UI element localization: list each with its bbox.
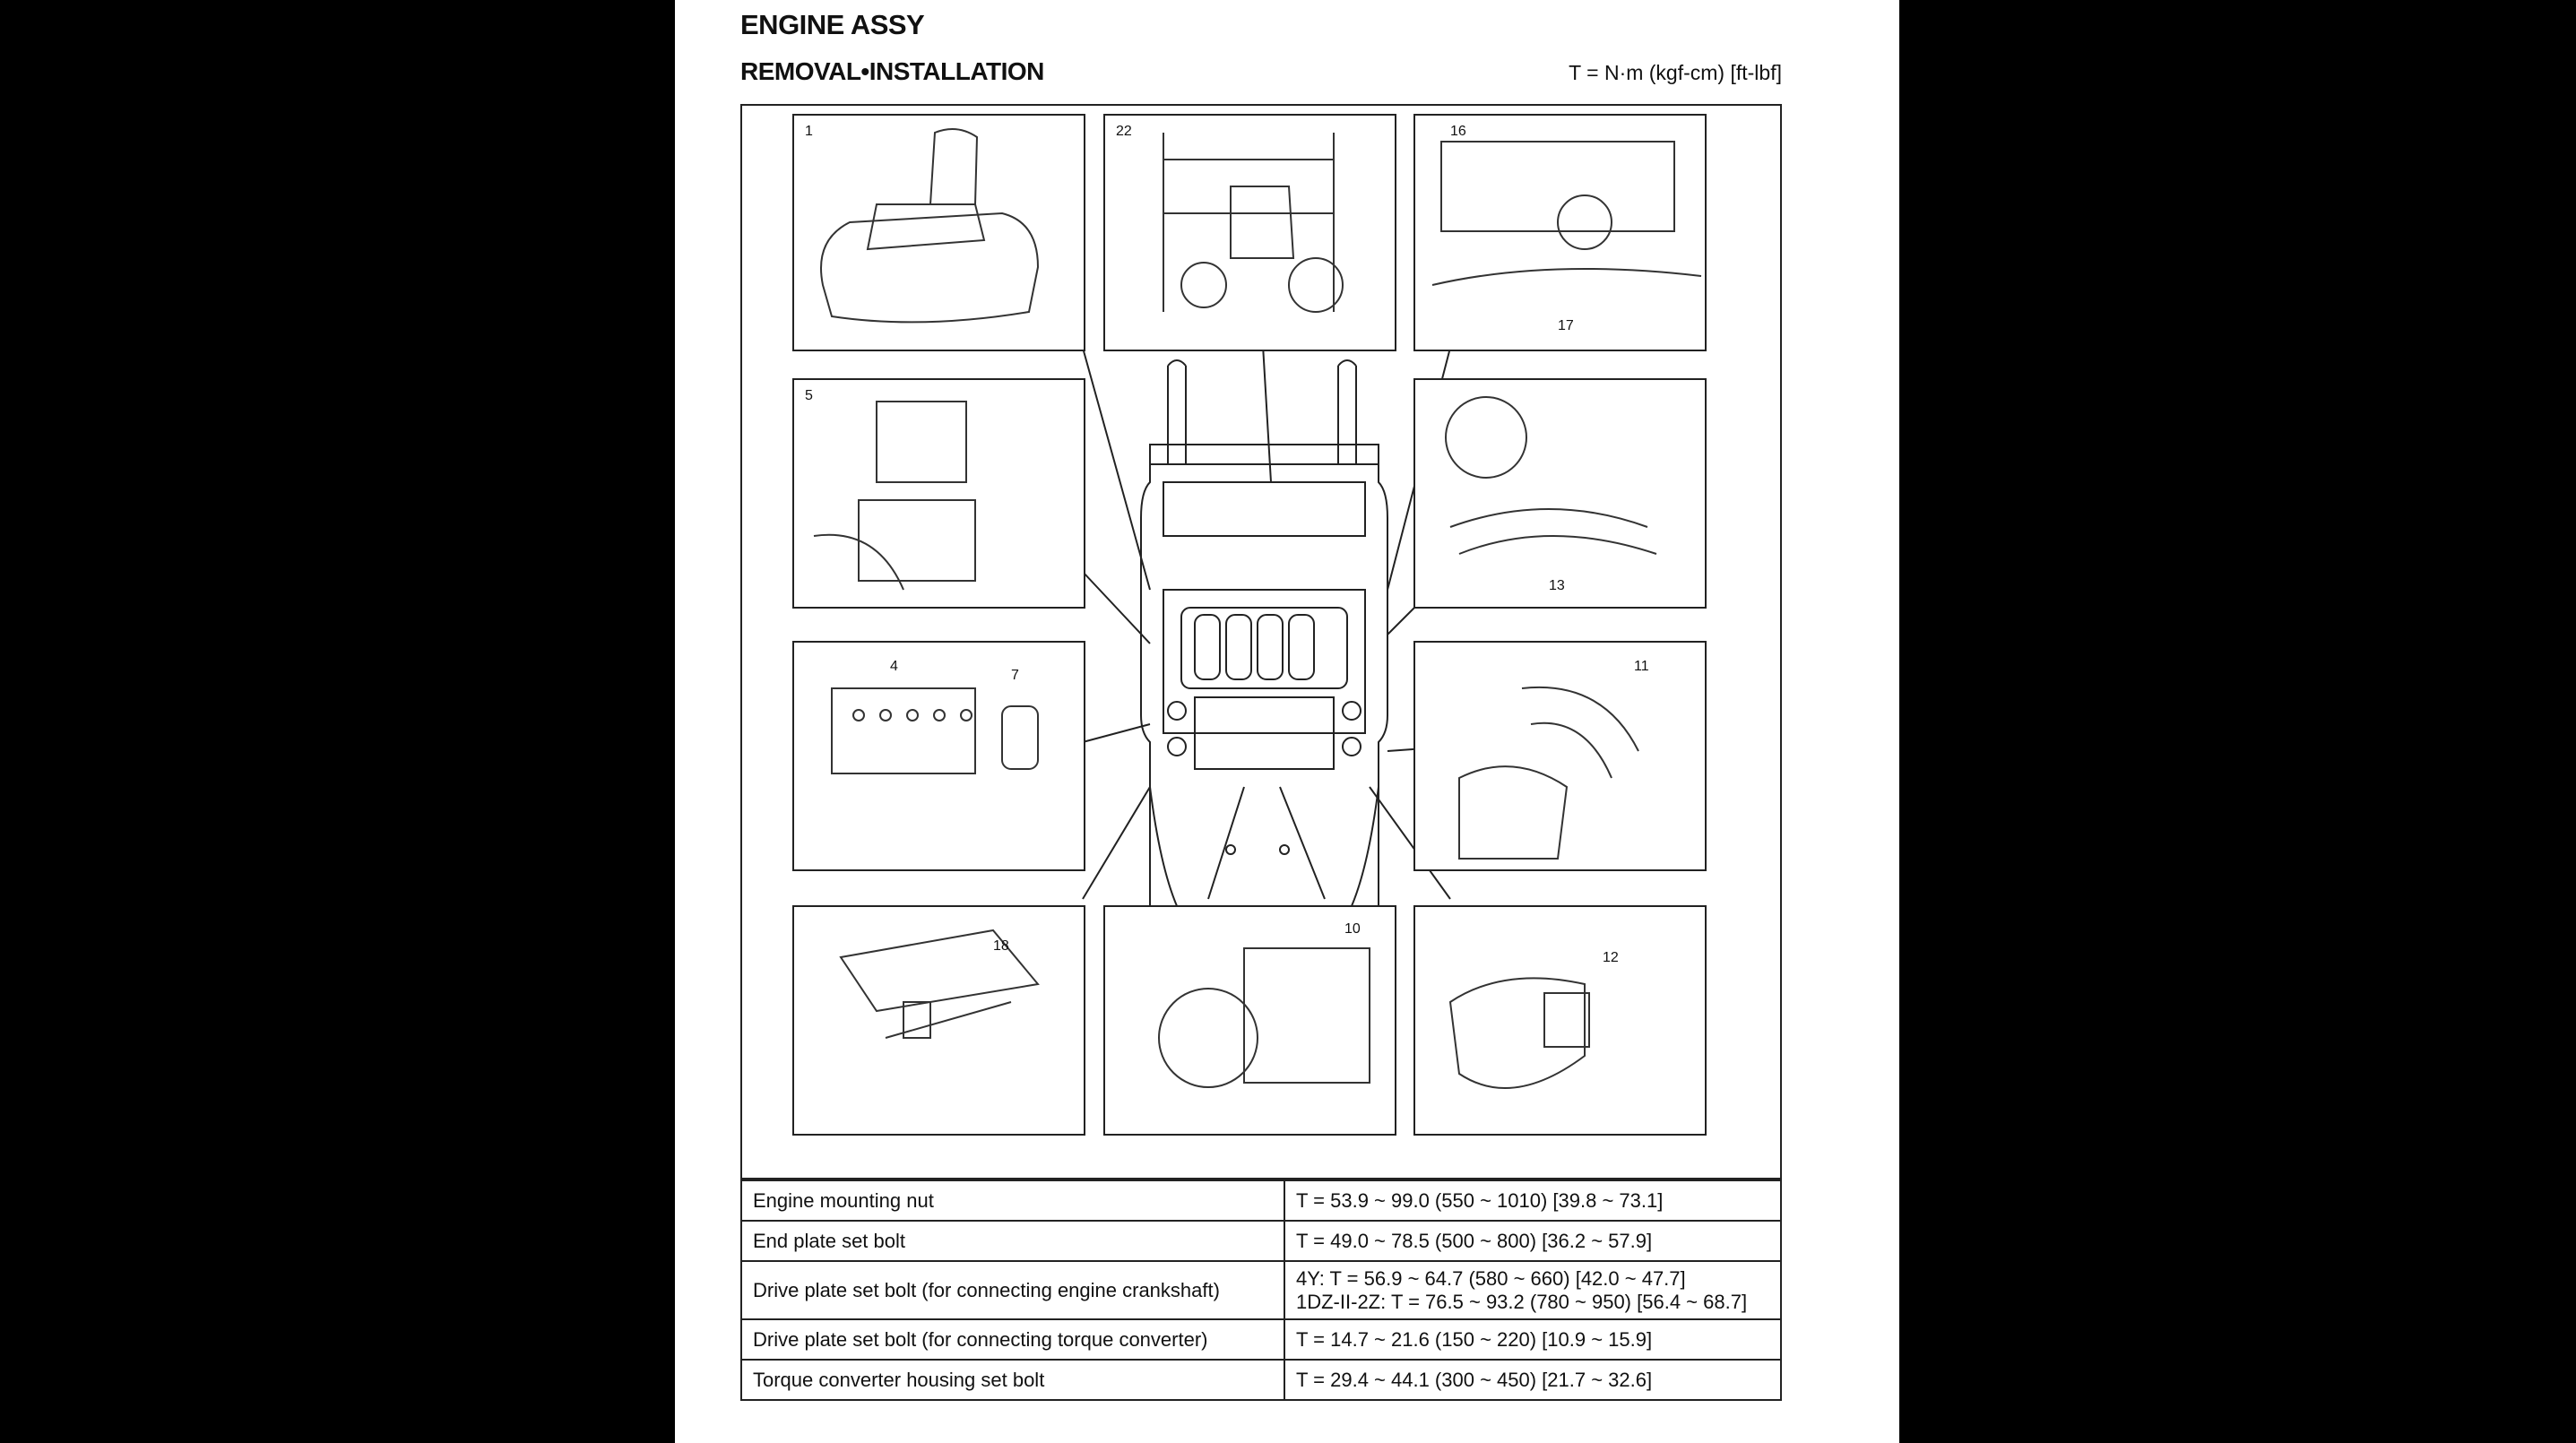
mast-right-rail bbox=[1337, 359, 1357, 464]
mast-left-rail bbox=[1167, 359, 1187, 464]
diagram-svg: 1 22 16 17 5 13 4 7 11 18 10 12 bbox=[792, 114, 1707, 1136]
panel-number-18: 18 bbox=[993, 938, 1009, 954]
table-row: Engine mounting nut T = 53.9 ~ 99.0 (550… bbox=[740, 1179, 1782, 1222]
part-name: Torque converter housing set bolt bbox=[740, 1359, 1285, 1401]
removal-installation-diagram: 1 22 16 17 5 13 4 7 11 18 10 12 bbox=[740, 104, 1782, 1179]
torque-value: T = 14.7 ~ 21.6 (150 ~ 220) [10.9 ~ 15.9… bbox=[1284, 1318, 1782, 1361]
panel-number-4: 4 bbox=[890, 659, 898, 674]
mount-left-rear bbox=[1167, 737, 1187, 756]
panel-bolt bbox=[792, 905, 1085, 1136]
section-title: ENGINE ASSY bbox=[740, 9, 925, 40]
panel-number-1: 1 bbox=[805, 124, 813, 139]
table-row: Drive plate set bolt (for connecting eng… bbox=[740, 1260, 1782, 1320]
engine-compartment bbox=[1194, 696, 1335, 770]
part-name: Drive plate set bolt (for connecting tor… bbox=[740, 1318, 1285, 1361]
panel-number-17: 17 bbox=[1558, 318, 1574, 333]
torque-value: T = 53.9 ~ 99.0 (550 ~ 1010) [39.8 ~ 73.… bbox=[1284, 1179, 1782, 1222]
torque-value: T = 49.0 ~ 78.5 (500 ~ 800) [36.2 ~ 57.9… bbox=[1284, 1220, 1782, 1262]
panel-number-5: 5 bbox=[805, 388, 813, 403]
frame-body bbox=[1163, 481, 1366, 734]
panel-battery-box bbox=[792, 378, 1085, 609]
mount-right-rear bbox=[1342, 737, 1361, 756]
panel-air-intake bbox=[1413, 641, 1707, 871]
table-row: Drive plate set bolt (for connecting tor… bbox=[740, 1318, 1782, 1361]
mount-right-front bbox=[1342, 701, 1361, 721]
frame-outline bbox=[1140, 464, 1388, 967]
torque-value-1dz: 1DZ-II-2Z: T = 76.5 ~ 93.2 (780 ~ 950) [… bbox=[1296, 1290, 1748, 1313]
panel-battery bbox=[792, 641, 1085, 871]
part-name: Drive plate set bolt (for connecting eng… bbox=[740, 1260, 1285, 1320]
mast-crossbar bbox=[1149, 444, 1379, 465]
panel-number-11: 11 bbox=[1634, 659, 1649, 674]
torque-value: T = 29.4 ~ 44.1 (300 ~ 450) [21.7 ~ 32.6… bbox=[1284, 1359, 1782, 1401]
panel-cable bbox=[1413, 905, 1707, 1136]
part-name: Engine mounting nut bbox=[740, 1179, 1285, 1222]
manual-page: ENGINE ASSY REMOVAL•INSTALLATION T = N·m… bbox=[675, 0, 1899, 1443]
panel-number-22: 22 bbox=[1116, 124, 1132, 139]
panel-number-10: 10 bbox=[1344, 921, 1361, 937]
part-name: End plate set bolt bbox=[740, 1220, 1285, 1262]
panel-mast bbox=[1103, 114, 1396, 351]
table-row: Torque converter housing set bolt T = 29… bbox=[740, 1359, 1782, 1401]
radiator-grille bbox=[1194, 614, 1221, 680]
table-row: End plate set bolt T = 49.0 ~ 78.5 (500 … bbox=[740, 1220, 1782, 1262]
engine-block bbox=[1180, 607, 1348, 689]
panel-hose bbox=[1413, 378, 1707, 609]
torque-value: 4Y: T = 56.9 ~ 64.7 (580 ~ 660) [42.0 ~ … bbox=[1284, 1260, 1782, 1320]
panel-number-13: 13 bbox=[1549, 578, 1565, 593]
panel-number-16: 16 bbox=[1450, 124, 1466, 139]
torque-units-legend: T = N·m (kgf-cm) [ft-lbf] bbox=[1569, 61, 1782, 84]
torque-value-4y: 4Y: T = 56.9 ~ 64.7 (580 ~ 660) [42.0 ~ … bbox=[1296, 1266, 1686, 1290]
panel-radiator bbox=[1103, 905, 1396, 1136]
panel-number-12: 12 bbox=[1603, 950, 1619, 965]
panel-number-7: 7 bbox=[1011, 668, 1019, 683]
mount-left-front bbox=[1167, 701, 1187, 721]
panel-seat bbox=[792, 114, 1085, 351]
section-subtitle: REMOVAL•INSTALLATION bbox=[740, 57, 1044, 85]
torque-spec-table: Engine mounting nut T = 53.9 ~ 99.0 (550… bbox=[740, 1179, 1782, 1401]
